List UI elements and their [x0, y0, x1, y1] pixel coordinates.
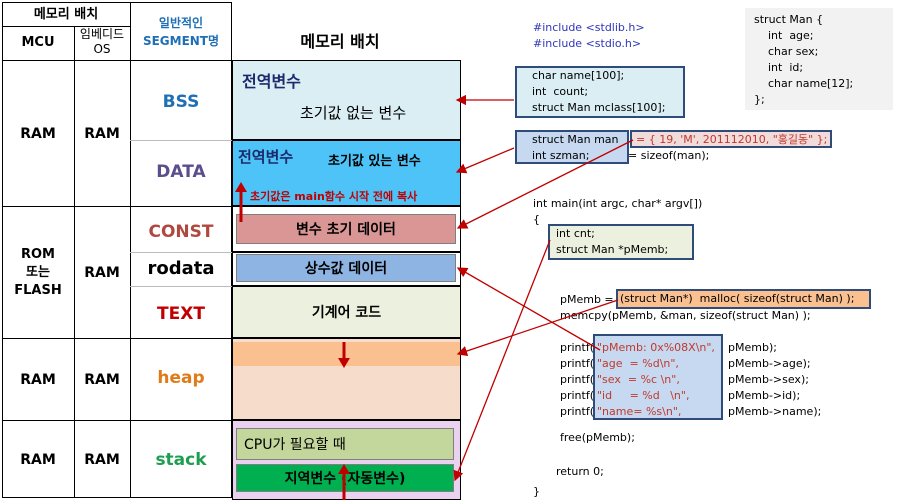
struct-def: struct Man { int age; char sex; int id; … [754, 13, 854, 106]
main-signature: int main(int argc, char* argv[]) [533, 197, 703, 210]
data-title: 전역변수 [238, 148, 294, 166]
data-code-line1: struct Man man [532, 133, 619, 146]
malloc-lhs: pMemb = [560, 293, 614, 306]
bss-code-line3: struct Man mclass[100]; [532, 101, 666, 114]
printf-5: printf( [560, 405, 595, 418]
brace-open: { [533, 213, 540, 226]
segment-heap: heap [157, 368, 205, 388]
local-var-pmemb: struct Man *pMemb; [556, 243, 669, 256]
printf-fmt-2: "age = %d\n", [597, 357, 679, 370]
header-embedded-os: 임베디드 OS [79, 27, 125, 56]
printf-fmt-5: "name= %s\n", [597, 405, 682, 418]
bss-code-line2: int count; [532, 85, 589, 98]
data-sub: 초기값 있는 변수 [328, 154, 421, 169]
data-code-line2: int szman; [532, 149, 590, 162]
segment-text: TEXT [157, 304, 205, 324]
arrow-const [456, 139, 634, 229]
printf-arg-2: pMemb->age); [728, 357, 811, 370]
memcpy-line: memcpy(pMemb, &man, sizeof(struct Man) )… [560, 309, 811, 322]
arrow-data [455, 147, 515, 174]
stack-cpu-label: CPU가 필요할 때 [244, 437, 346, 453]
row4-mcu: RAM [20, 451, 56, 468]
bss-block [232, 60, 461, 140]
row2-os: RAM [84, 264, 120, 281]
segment-data: DATA [156, 162, 206, 182]
segment-rodata: rodata [147, 257, 215, 279]
arrow-stack [453, 239, 551, 482]
row3-mcu: RAM [20, 371, 56, 388]
local-var-cnt: int cnt; [556, 227, 595, 240]
rodata-block [236, 254, 456, 282]
header-mcu: MCU [21, 35, 55, 50]
free-line: free(pMemb); [560, 431, 635, 444]
printf-4: printf( [560, 389, 595, 402]
row1-os: RAM [84, 125, 120, 142]
data-note: 초기값은 main함수 시작 전에 복사 [250, 190, 418, 203]
rodata-label: 상수값 데이터 [304, 261, 388, 277]
init-value-box [630, 130, 832, 148]
memory-title: 메모리 배치 [300, 32, 380, 51]
bss-code-line1: char name[100]; [532, 69, 625, 82]
row3-os: RAM [84, 371, 120, 388]
code-to-memory-arrows [453, 94, 634, 482]
data-block [232, 140, 461, 206]
text-block [232, 286, 461, 338]
sizeof-man: = sizeof(man); [628, 149, 710, 162]
data-code-box [515, 130, 629, 164]
include-stdio: #include <stdio.h> [533, 37, 642, 50]
text-label: 기계어 코드 [311, 305, 382, 321]
const-block [236, 214, 456, 244]
row2-mcu: ROM 또는 FLASH [14, 246, 62, 298]
arrow-rodata [456, 267, 601, 351]
segment-stack: stack [155, 450, 207, 470]
return-line: return 0; [556, 465, 604, 478]
printf-fmt-3: "sex = %c \n", [597, 373, 680, 386]
malloc-rhs: (struct Man*) malloc( sizeof(struct Man)… [620, 292, 855, 305]
stack-cpu-block [236, 428, 454, 460]
printf-fmt-box [593, 334, 723, 420]
row1-mcu: RAM [20, 125, 56, 142]
struct-def-box [745, 8, 893, 110]
init-value: = { 19, 'M', 201112010, "홍길동" }; [636, 133, 828, 146]
header-segment: 일반적인 SEGMENT명 [142, 16, 220, 48]
header-divider [2, 26, 130, 27]
printf-2: printf( [560, 357, 595, 370]
brace-close: } [533, 485, 540, 498]
printf-fmt-1: "pMemb: 0x%08X\n", [597, 341, 715, 354]
growth-arrows [235, 182, 350, 500]
printf-arg-1: pMemb); [728, 341, 777, 354]
printf-fmt-4: "id = %d \n", [597, 389, 690, 402]
arrow-heap [456, 299, 619, 357]
header-memory-layout: 메모리 배치 [33, 7, 99, 22]
printf-3: printf( [560, 373, 595, 386]
segment-const: CONST [148, 222, 214, 242]
printf-arg-4: pMemb->id); [728, 389, 801, 402]
printf-arg-5: pMemb->name); [728, 405, 822, 418]
bss-title: 전역변수 [242, 72, 301, 91]
row4-os: RAM [84, 451, 120, 468]
segment-bss: BSS [162, 92, 200, 112]
include-stdlib: #include <stdlib.h> [533, 21, 645, 34]
printf-1: printf( [560, 341, 595, 354]
bss-code-box [515, 66, 685, 118]
malloc-box [616, 289, 871, 309]
segment-table [2, 2, 232, 498]
printf-arg-3: pMemb->sex); [728, 373, 809, 386]
const-label: 변수 초기 데이터 [296, 222, 396, 238]
bss-sub: 초기값 없는 변수 [300, 104, 407, 122]
